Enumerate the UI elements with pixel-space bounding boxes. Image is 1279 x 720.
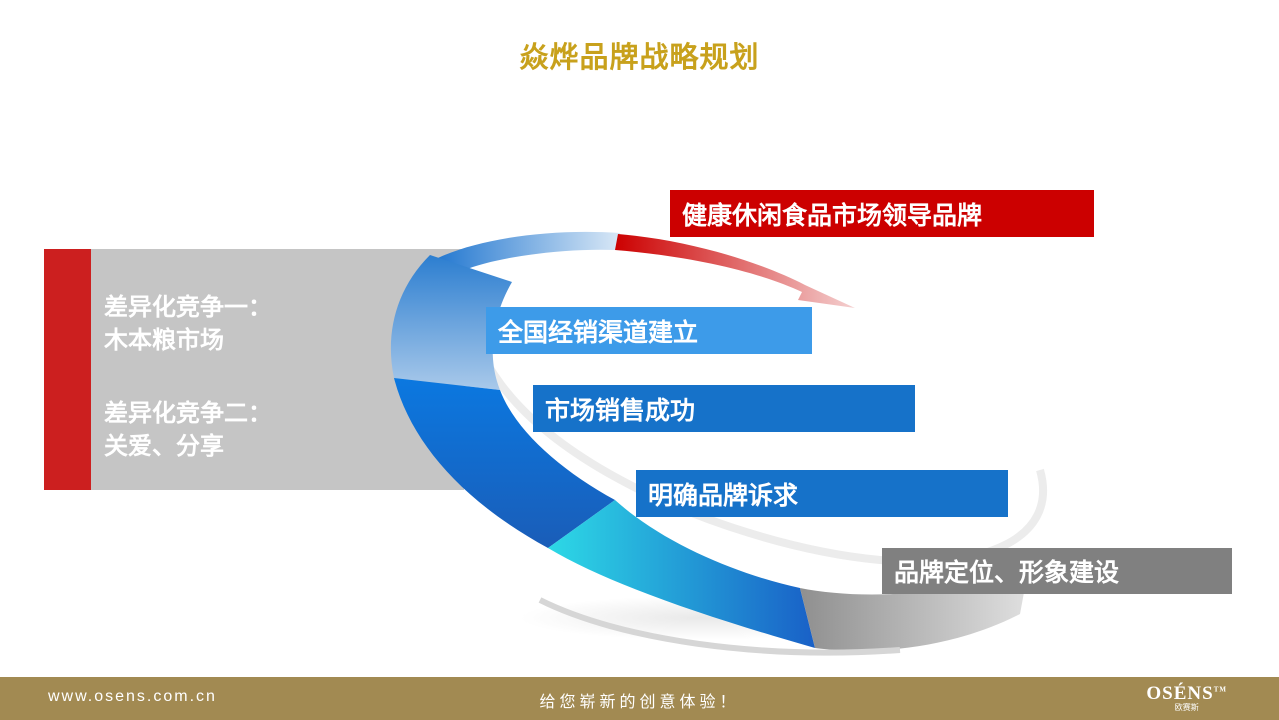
differentiation-one: 差异化竞争一： 木本粮市场 (104, 291, 272, 357)
step-brand-appeal: 明确品牌诉求 (636, 470, 1008, 517)
logo-text: OSÉNS (1146, 683, 1214, 704)
footer-slogan: 给您崭新的创意体验！ (539, 692, 740, 711)
spiral-segment-upper-left (390, 255, 512, 390)
differentiation-one-heading: 差异化竞争一： (104, 293, 272, 321)
logo-mark: OSÉNSTM (1146, 683, 1227, 705)
spiral-arrow-graphic (390, 231, 1048, 656)
step-national-channels: 全国经销渠道建立 (486, 307, 812, 354)
step-market-sales: 市场销售成功 (533, 385, 915, 432)
footer-bar: www.osens.com.cn 给您崭新的创意体验！ OSÉNSTM 欧赛斯 (0, 677, 1279, 720)
differentiation-two-heading: 差异化竞争二： (104, 399, 272, 427)
footer-url: www.osens.com.cn (48, 688, 217, 705)
logo-subtitle: 欧赛斯 (1174, 703, 1199, 712)
differentiation-two-detail: 关爱、分享 (104, 432, 224, 460)
differentiation-one-detail: 木本粮市场 (104, 326, 224, 354)
inner-ring (466, 299, 1048, 566)
panel-text: 差异化竞争一： 木本粮市场 差异化竞争二： 关爱、分享 (104, 291, 272, 463)
logo-tm: TM (1213, 685, 1227, 694)
spiral-segment-lower-left (394, 378, 615, 548)
spiral-segment-bottom (548, 500, 815, 648)
step-market-leader: 健康休闲食品市场领导品牌 (670, 190, 1094, 237)
spiral-segment-top (430, 231, 620, 272)
brand-logo: OSÉNSTM 欧赛斯 (1146, 683, 1227, 713)
page-title: 焱烨品牌战略规划 (519, 40, 760, 74)
underline-shade (538, 597, 901, 656)
panel-accent-bar (44, 249, 91, 490)
step-brand-positioning: 品牌定位、形象建设 (882, 548, 1232, 594)
differentiation-two: 差异化竞争二： 关爱、分享 (104, 397, 272, 463)
spiral-arrowhead (615, 234, 855, 308)
